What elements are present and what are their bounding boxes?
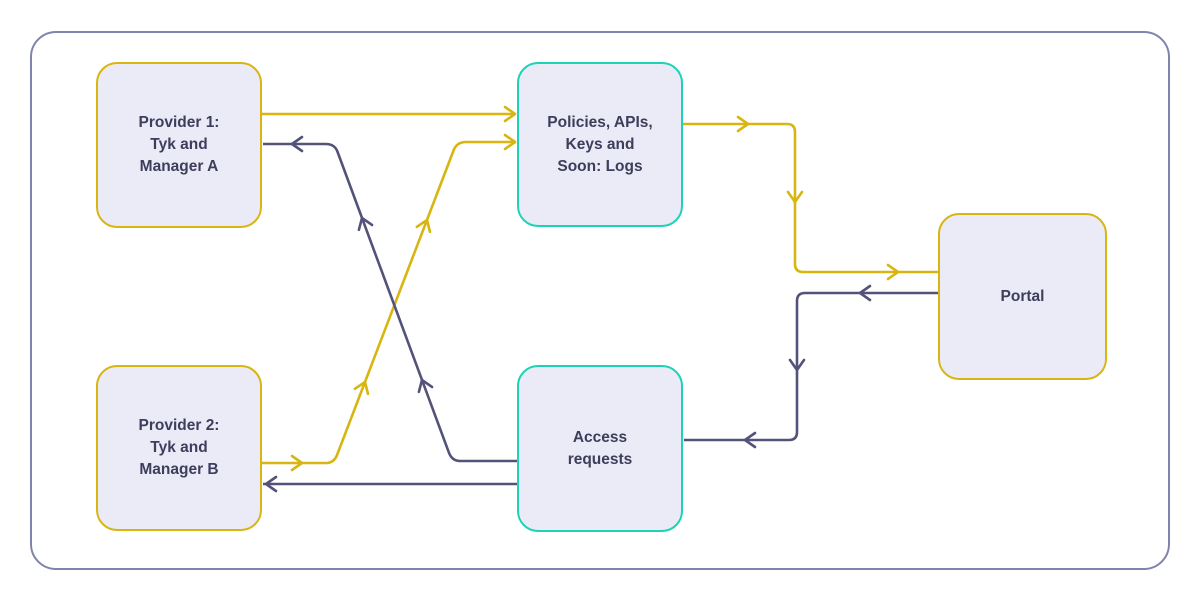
edge-provider2-to-policies xyxy=(262,133,517,472)
node-provider-2: Provider 2: Tyk and Manager B xyxy=(96,365,262,531)
node-provider-1-label: Provider 1: Tyk and Manager A xyxy=(138,114,220,175)
node-portal: Portal xyxy=(938,213,1107,380)
diagram-outer-border xyxy=(30,31,1170,570)
edge-portal-to-access xyxy=(684,284,938,449)
edge-policies-to-portal xyxy=(683,115,938,281)
node-access-requests-label: Access requests xyxy=(567,428,633,468)
edge-provider1-to-policies xyxy=(262,105,517,123)
node-portal-label: Portal xyxy=(1000,287,1045,305)
node-access-requests: Access requests xyxy=(517,365,683,532)
edge-access-to-provider1 xyxy=(263,135,517,463)
node-provider-2-label: Provider 2: Tyk and Manager B xyxy=(138,417,220,478)
node-provider-1: Provider 1: Tyk and Manager A xyxy=(96,62,262,228)
node-policies-apis-keys: Policies, APIs, Keys and Soon: Logs xyxy=(517,62,683,227)
edge-access-to-provider2 xyxy=(263,475,517,493)
node-policies-label: Policies, APIs, Keys and Soon: Logs xyxy=(547,113,653,175)
